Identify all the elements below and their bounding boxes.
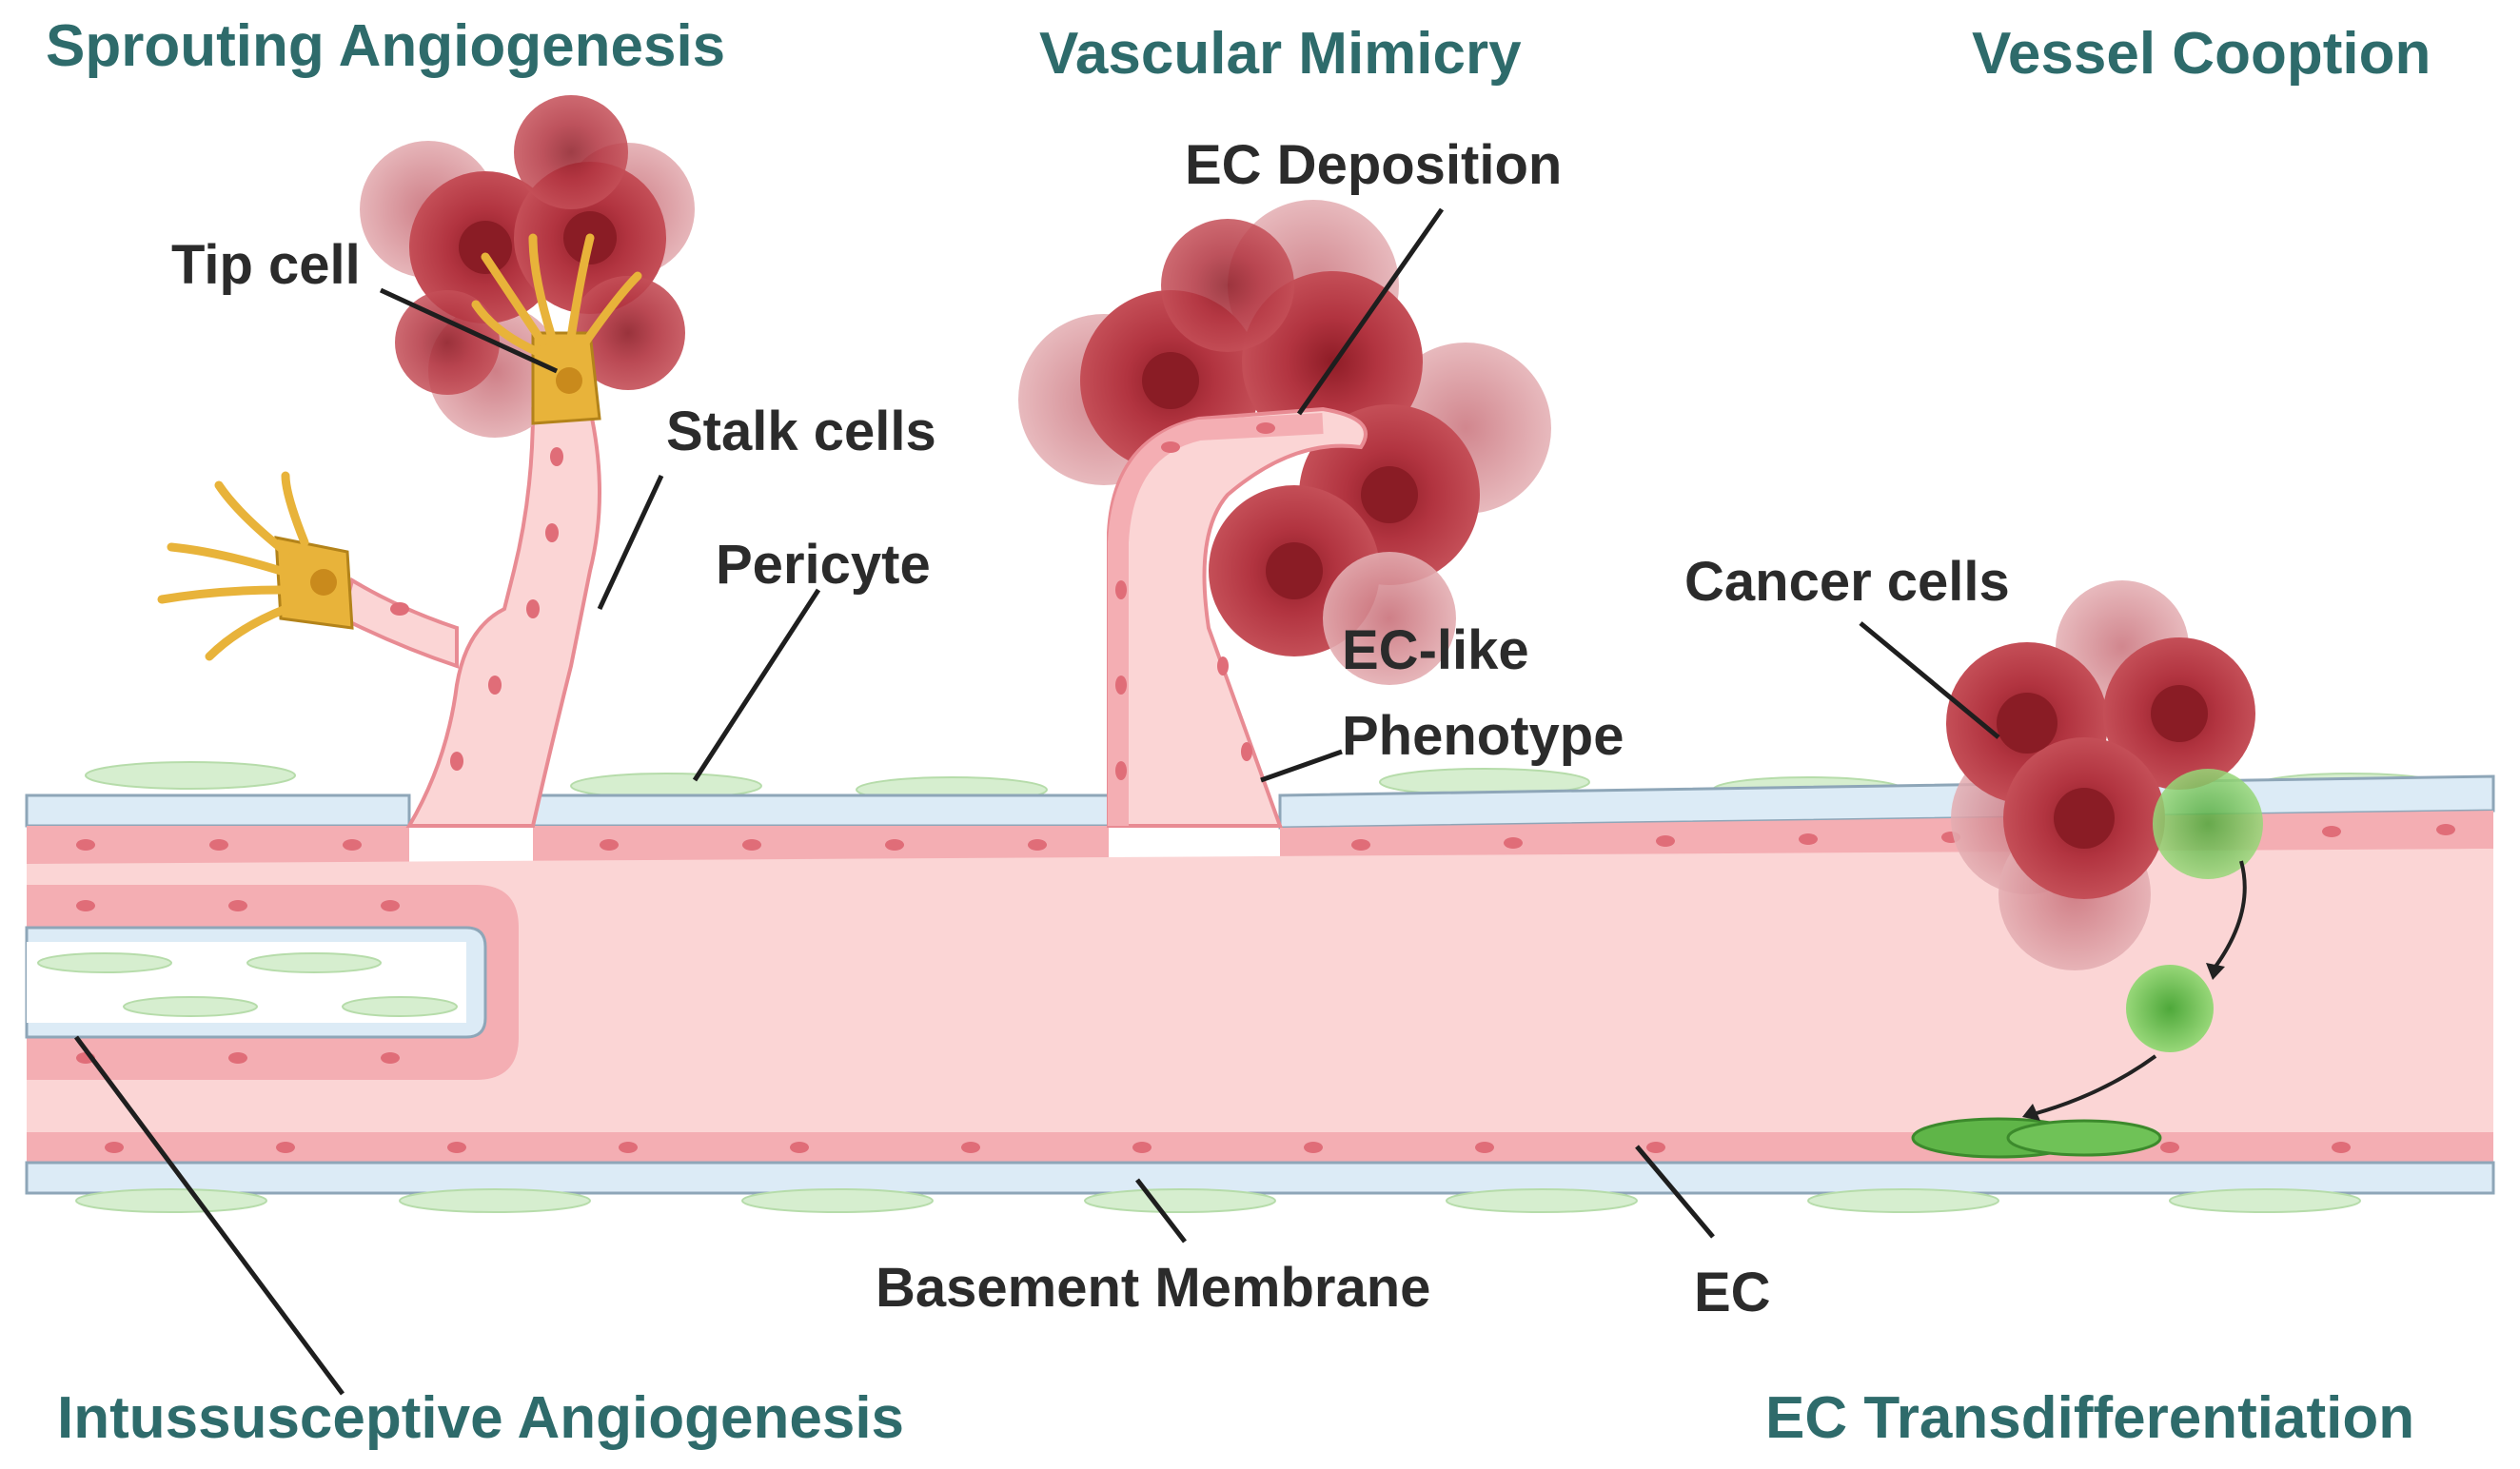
label-cancer-cells: Cancer cells — [1684, 551, 2010, 613]
sprouting-vessel — [157, 95, 695, 828]
label-ec-deposition: EC Deposition — [1185, 134, 1563, 196]
heading-ec-transdifferentiation: EC Transdifferentiation — [1765, 1385, 2415, 1451]
heading-vascular-mimicry: Vascular Mimicry — [1039, 21, 1522, 87]
label-phenotype: Phenotype — [1342, 705, 1624, 767]
label-basement-membrane: Basement Membrane — [876, 1257, 1431, 1319]
label-tip-cell: Tip cell — [171, 234, 361, 296]
lower-pericytes — [75, 1188, 2361, 1213]
label-ec: EC — [1694, 1262, 1771, 1323]
vascular-mimicry — [1018, 200, 1551, 828]
leader-lines — [73, 207, 2000, 1396]
tumor-cluster-sprouting — [360, 95, 695, 438]
vessel-cooption — [1946, 580, 2255, 970]
heading-intussusceptive-angiogenesis: Intussusceptive Angiogenesis — [57, 1385, 905, 1451]
label-stalk-cells: Stalk cells — [666, 401, 936, 462]
label-ec-like: EC-like — [1342, 619, 1529, 681]
tip-cell-top — [471, 233, 642, 425]
intussusceptive-pillar — [25, 885, 519, 1080]
label-pericyte: Pericyte — [716, 534, 931, 596]
tip-cell-left — [157, 471, 354, 661]
ec-transdifferentiation — [1911, 769, 2263, 1159]
heading-vessel-cooption: Vessel Cooption — [1972, 21, 2431, 87]
heading-sprouting-angiogenesis: Sprouting Angiogenesis — [46, 13, 726, 79]
